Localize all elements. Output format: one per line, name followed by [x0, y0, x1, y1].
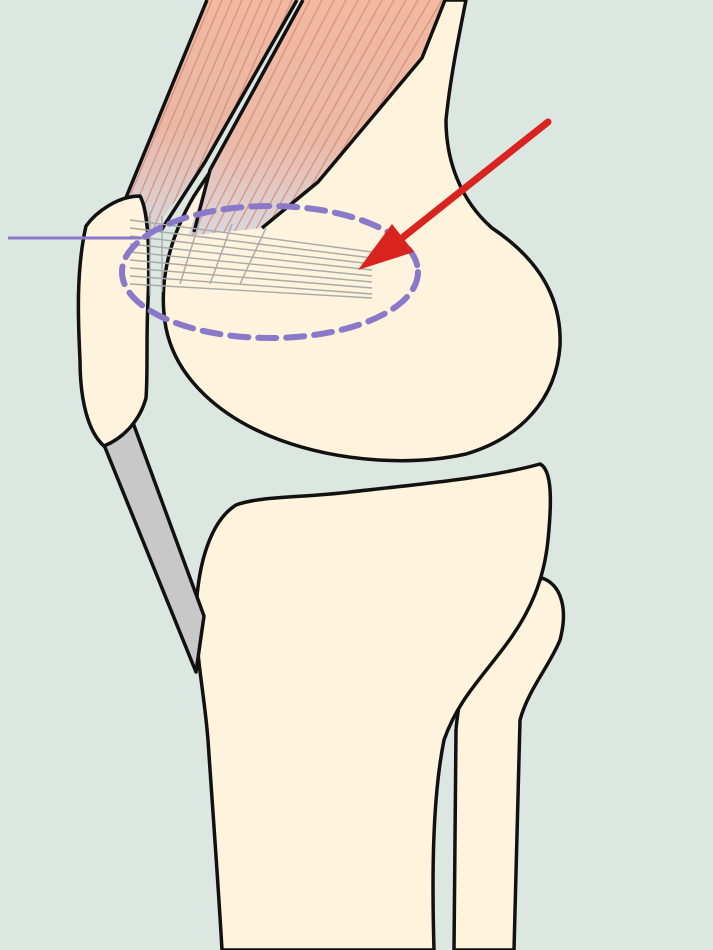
- patella: [78, 196, 148, 446]
